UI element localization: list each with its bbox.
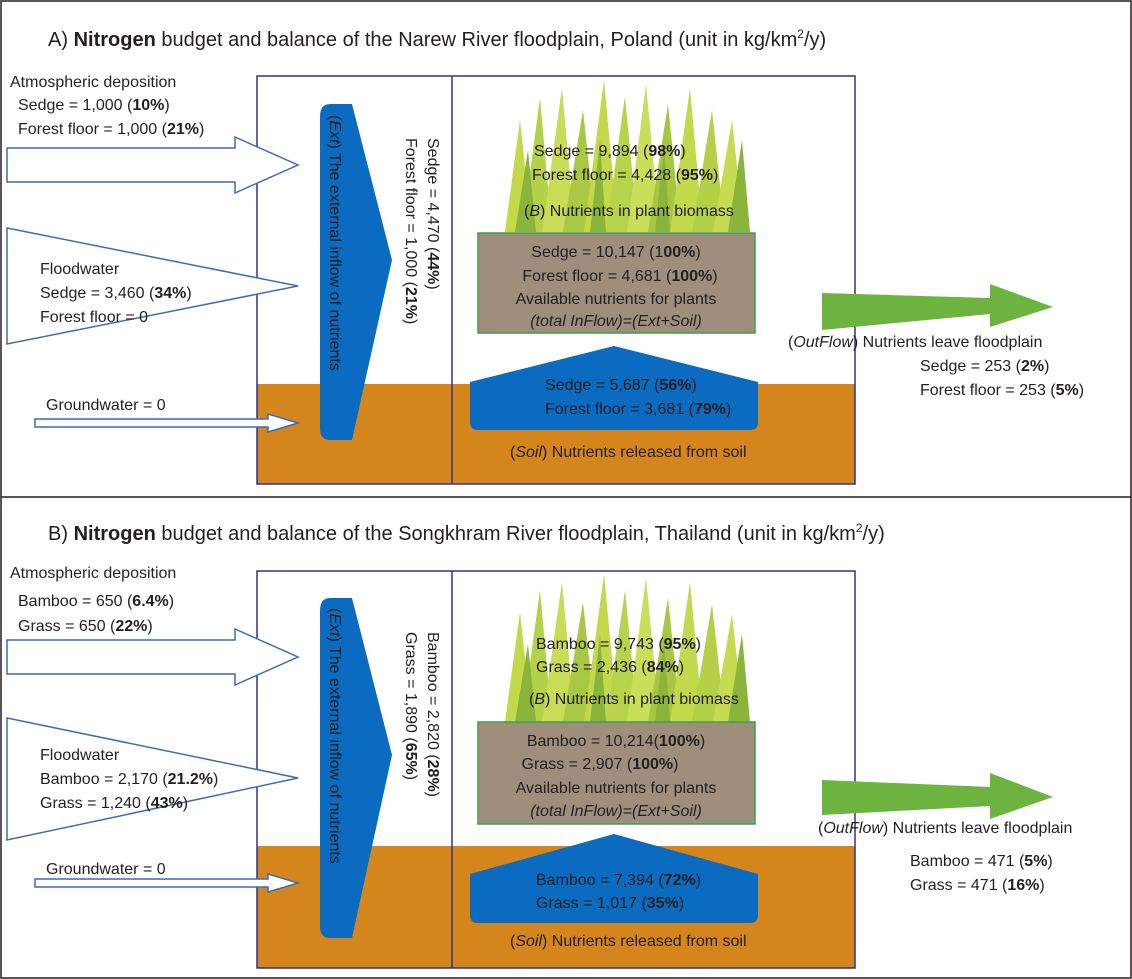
atmospheric-value-2: Forest floor = 1,000 (21%) — [18, 121, 204, 138]
available-value-2: Grass = 2,907 (100%) — [522, 756, 679, 773]
outflow-arrow — [822, 773, 1053, 819]
groundwater-inflow-arrow — [34, 872, 301, 894]
soil-value-2: Forest floor = 3,681 (79%) — [545, 401, 731, 418]
available-nutrients-box — [477, 232, 756, 334]
outflow-value-1: Bamboo = 471 (5%) — [910, 853, 1053, 870]
soil-label: (Soil) Nutrients released from soil — [510, 444, 747, 461]
biomass-value-1: Sedge = 9,894 (98%) — [534, 143, 686, 160]
groundwater-label: Groundwater = 0 — [46, 397, 166, 414]
external-inflow-arrow — [320, 598, 392, 938]
floodwater-heading: Floodwater — [40, 261, 120, 278]
soil-value-2: Grass = 1,017 (35%) — [536, 895, 684, 912]
available-label: Available nutrients for plants — [516, 780, 717, 797]
floodwater-value-1: Bamboo = 2,170 (21.2%) — [40, 771, 218, 788]
outflow-value-1: Sedge = 253 (2%) — [920, 358, 1049, 375]
soil-value-1: Bamboo = 7,394 (72%) — [536, 872, 701, 889]
external-inflow-arrow — [320, 104, 392, 440]
atmospheric-inflow-arrow — [6, 627, 300, 687]
outflow-value-2: Grass = 471 (16%) — [910, 877, 1045, 894]
external-inflow-value-2: Forest floor = 1,000 (21%) — [402, 138, 419, 324]
available-value-1: Bamboo = 10,214(100%) — [527, 733, 705, 750]
soil-release-arrow — [470, 346, 758, 430]
outflow-label: (OutFlow) Nutrients leave floodplain — [818, 820, 1072, 837]
atmospheric-heading: Atmospheric deposition — [10, 74, 176, 91]
atmospheric-value-1: Bamboo = 650 (6.4%) — [18, 593, 174, 610]
floodwater-heading: Floodwater — [40, 747, 120, 764]
available-formula: (total InFlow)=(Ext+Soil) — [530, 803, 702, 820]
panel-a: A) Nitrogen budget and balance of the Na… — [6, 27, 1084, 485]
floodwater-inflow-arrow — [6, 227, 299, 345]
external-inflow-value-1: Bamboo = 2,820 (28%) — [424, 632, 441, 797]
available-value-1: Sedge = 10,147 (100%) — [531, 244, 700, 261]
outflow-arrow — [822, 284, 1053, 330]
groundwater-label: Groundwater = 0 — [46, 861, 166, 878]
floodwater-inflow-arrow — [6, 717, 299, 841]
available-nutrients-box — [477, 721, 756, 825]
panel-b: B) Nitrogen budget and balance of the So… — [6, 521, 1072, 969]
atmospheric-value-1: Sedge = 1,000 (10%) — [18, 97, 170, 114]
plant-biomass-illustration — [505, 574, 750, 722]
groundwater-inflow-arrow — [34, 412, 301, 434]
available-value-2: Forest floor = 4,681 (100%) — [522, 268, 717, 285]
biomass-value-2: Forest floor = 4,428 (95%) — [532, 167, 718, 184]
outflow-label: (OutFlow) Nutrients leave floodplain — [788, 334, 1042, 351]
panel-title: B) Nitrogen budget and balance of the So… — [48, 521, 885, 545]
floodwater-value-2: Grass = 1,240 (43%) — [40, 795, 188, 812]
floodwater-value-2: Forest floor = 0 — [40, 309, 148, 326]
atmospheric-inflow-arrow — [6, 135, 300, 195]
external-inflow-value-2: Grass = 1,890 (65%) — [402, 632, 419, 780]
biomass-label: (B) Nutrients in plant biomass — [529, 691, 739, 708]
plant-biomass-illustration — [505, 80, 750, 232]
panel-title: A) Nitrogen budget and balance of the Na… — [48, 27, 826, 51]
atmospheric-value-2: Grass = 650 (22%) — [18, 618, 153, 635]
external-inflow-value-1: Sedge = 4,470 (44%) — [424, 138, 441, 290]
available-label: Available nutrients for plants — [516, 291, 717, 308]
external-inflow-label: (Ext) The external inflow of nutrients — [326, 608, 343, 864]
biomass-value-1: Bamboo = 9,743 (95%) — [536, 636, 701, 653]
external-inflow-label: (Ext) The external inflow of nutrients — [326, 115, 343, 371]
soil-label: (Soil) Nutrients released from soil — [510, 933, 747, 950]
atmospheric-heading: Atmospheric deposition — [10, 565, 176, 582]
biomass-value-2: Grass = 2,436 (84%) — [536, 659, 684, 676]
available-formula: (total InFlow)=(Ext+Soil) — [530, 313, 702, 330]
outflow-value-2: Forest floor = 253 (5%) — [920, 382, 1084, 399]
soil-value-1: Sedge = 5,687 (56%) — [545, 377, 697, 394]
floodwater-value-1: Sedge = 3,460 (34%) — [40, 285, 192, 302]
soil-release-arrow — [470, 834, 758, 923]
biomass-label: (B) Nutrients in plant biomass — [524, 203, 734, 220]
